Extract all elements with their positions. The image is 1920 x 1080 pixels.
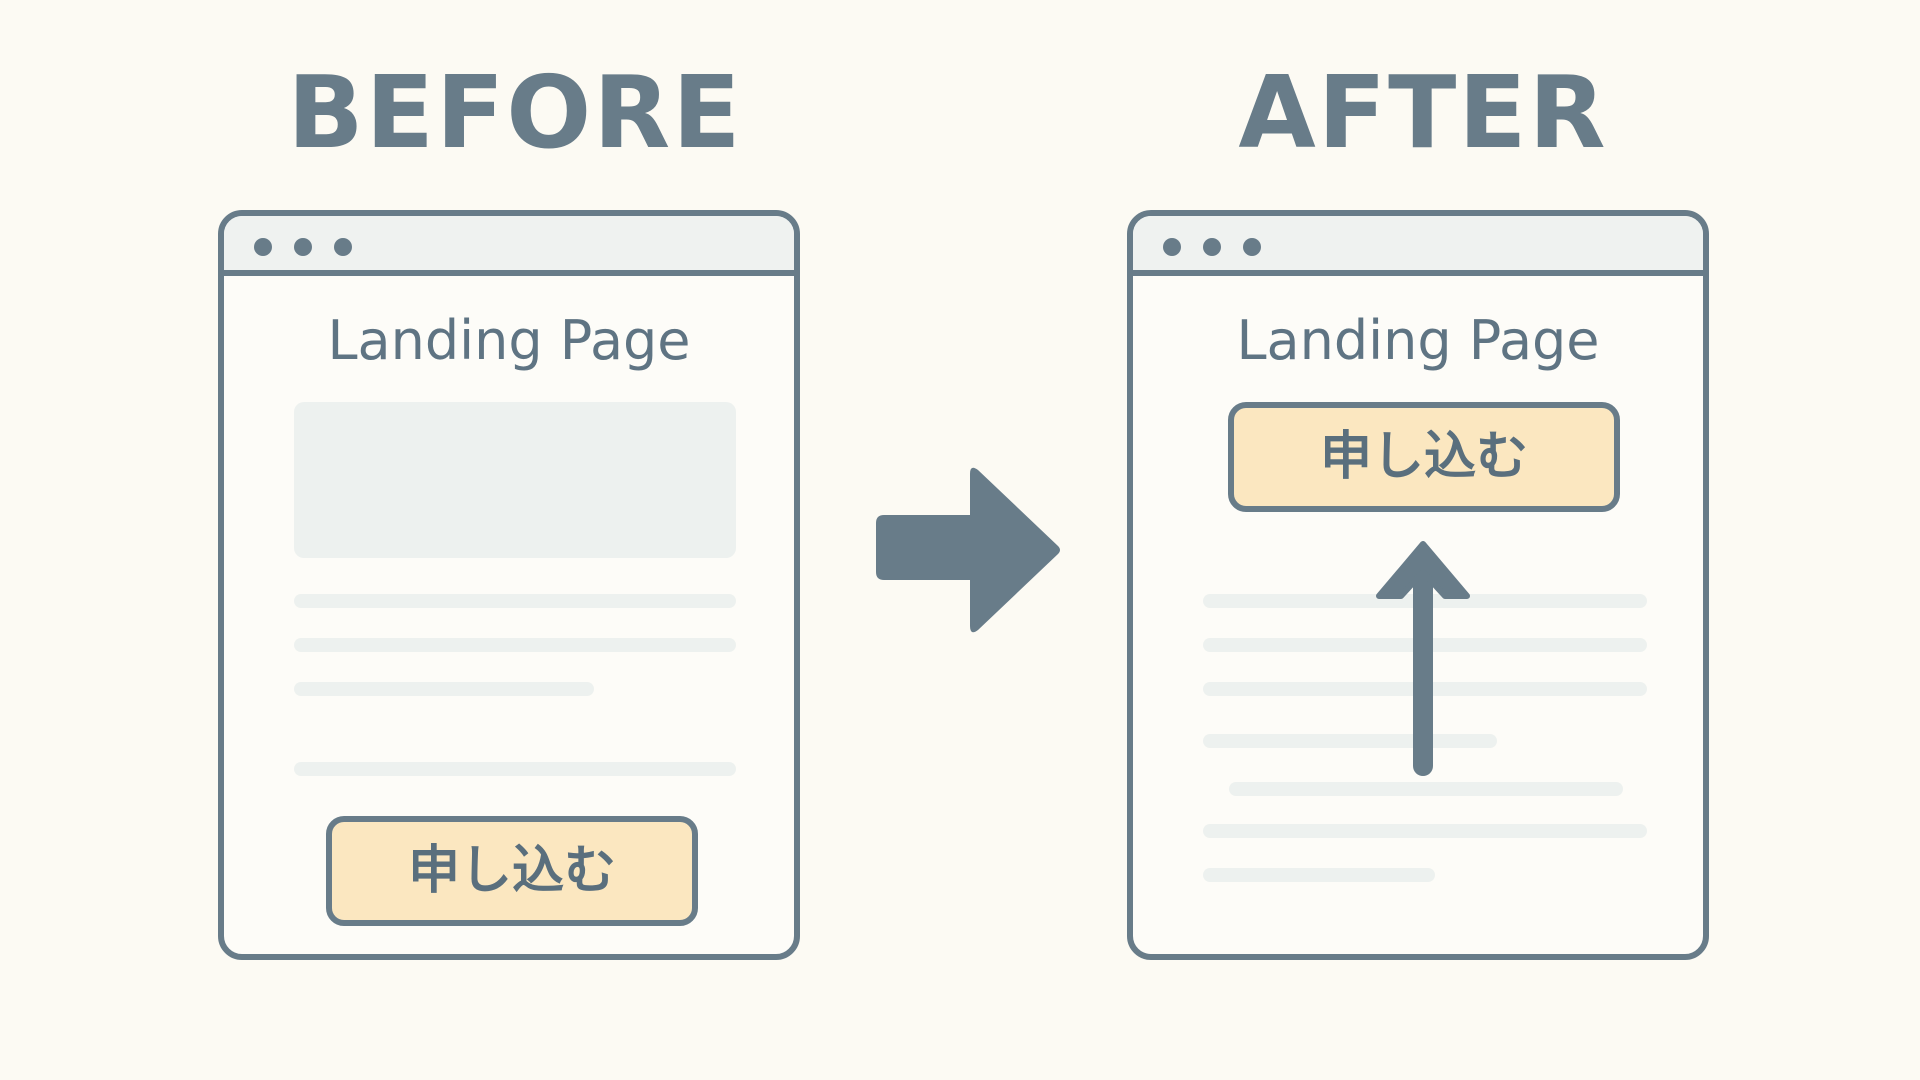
window-dot-icon [1203, 238, 1221, 256]
page-title: Landing Page [327, 309, 691, 372]
window-dot-icon [1243, 238, 1261, 256]
window-dot-icon [254, 238, 272, 256]
window-dot-icon [1163, 238, 1181, 256]
hero-image-placeholder [294, 402, 736, 558]
after-heading: AFTER [1238, 54, 1608, 171]
apply-button[interactable]: 申し込む [326, 816, 698, 926]
up-arrow-icon [1376, 541, 1470, 776]
page-title: Landing Page [1236, 309, 1600, 372]
text-line-placeholder [294, 682, 594, 696]
browser-title-bar [224, 216, 794, 276]
text-line-placeholder [1229, 782, 1623, 796]
text-line-placeholder [294, 594, 736, 608]
right-arrow-icon [876, 467, 1060, 633]
browser-title-bar [1133, 216, 1703, 276]
window-dot-icon [294, 238, 312, 256]
before-heading: BEFORE [287, 54, 743, 171]
text-line-placeholder [294, 762, 736, 776]
text-line-placeholder [1203, 824, 1647, 838]
text-line-placeholder [1203, 868, 1435, 882]
text-line-placeholder [294, 638, 736, 652]
before-browser-window: Landing Page 申し込む [218, 210, 800, 960]
apply-button[interactable]: 申し込む [1228, 402, 1620, 512]
window-dot-icon [334, 238, 352, 256]
after-browser-window: Landing Page 申し込む [1127, 210, 1709, 960]
